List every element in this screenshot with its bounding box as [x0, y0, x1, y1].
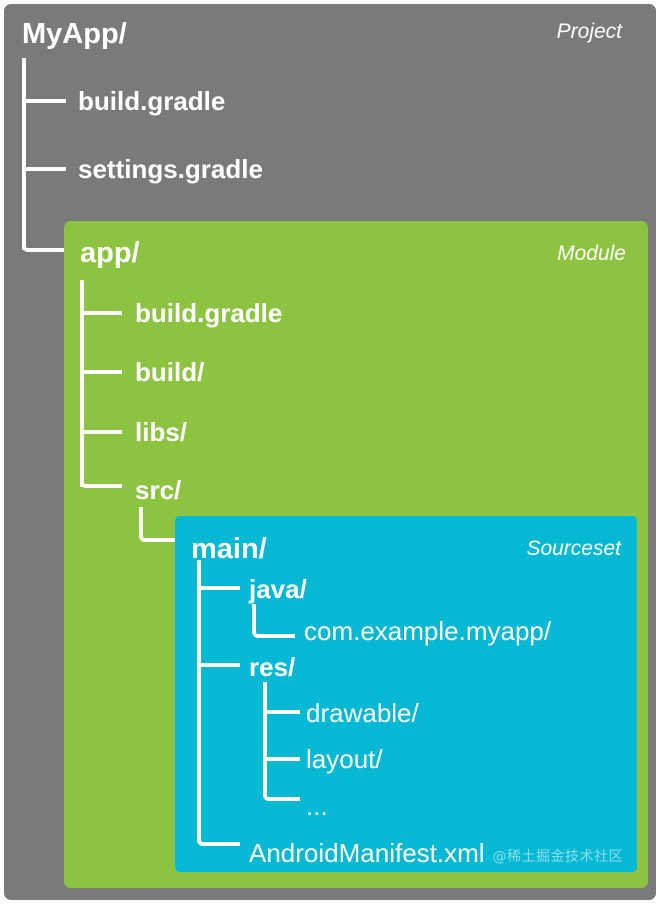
project-tree-stem: [22, 58, 26, 250]
sourceset-panel: main/ Sourceset @稀土掘金技术社区: [175, 516, 637, 872]
module-branch-src: [80, 452, 122, 488]
module-tree-stem: [80, 280, 84, 487]
sourceset-branch-res: [197, 663, 240, 667]
res-child-drawable: drawable/: [306, 698, 419, 728]
res-branch-drawable: [263, 710, 300, 714]
sourceset-child-res: res/: [249, 652, 296, 682]
sourceset-child-package: com.example.myapp/: [304, 616, 552, 646]
module-branch-libs: [80, 430, 122, 434]
sourceset-kind-tag: Sourceset: [526, 537, 621, 560]
module-kind-tag: Module: [557, 242, 626, 265]
watermark-text: @稀土掘金技术社区: [492, 849, 623, 865]
res-child-layout: layout/: [306, 744, 383, 774]
sourceset-root-label: main/: [191, 533, 267, 565]
res-branch-more: [263, 760, 300, 801]
project-branch-build-gradle: [22, 99, 66, 103]
java-branch-package: [252, 604, 295, 638]
sourceset-child-java: java/: [249, 574, 307, 604]
sourceset-tree-stem: [197, 560, 201, 831]
module-child-libs: libs/: [135, 417, 188, 447]
module-branch-build: [80, 370, 122, 374]
res-child-ellipsis: ...: [306, 791, 328, 821]
module-root-label: app/: [80, 237, 140, 269]
project-child-settings-gradle: settings.gradle: [78, 154, 263, 184]
module-branch-main: [139, 507, 177, 542]
module-child-src: src/: [135, 475, 182, 505]
sourceset-branch-java: [197, 586, 240, 590]
project-branch-settings-gradle: [22, 167, 66, 171]
module-child-build: build/: [135, 357, 205, 387]
sourceset-branch-manifest: [197, 808, 240, 846]
module-child-build-gradle: build.gradle: [135, 298, 283, 328]
res-branch-layout: [263, 757, 300, 761]
sourceset-child-android-manifest: AndroidManifest.xml: [249, 838, 485, 868]
project-kind-tag: Project: [556, 20, 622, 43]
res-tree-stem: [263, 682, 267, 781]
project-root-label: MyApp/: [22, 18, 127, 50]
project-branch-app: [22, 210, 66, 252]
project-child-build-gradle: build.gradle: [78, 86, 226, 116]
module-branch-build-gradle: [80, 311, 122, 315]
